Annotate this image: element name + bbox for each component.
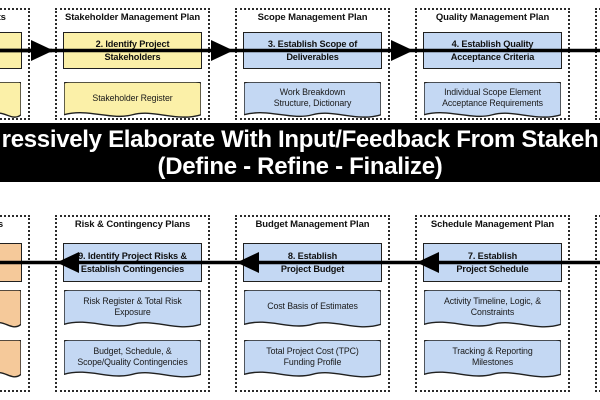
lane-budget-management-plan-document-2[interactable]: Total Project Cost (TPC)Funding Profile bbox=[244, 340, 381, 384]
lane-plans-partial-process-box[interactable]: ts bbox=[0, 243, 22, 282]
lane-stakeholder-management-plan-title: Stakeholder Management Plan bbox=[64, 12, 201, 23]
lane-budget-management-plan-document-1[interactable]: Cost Basis of Estimates bbox=[244, 290, 381, 334]
document-label: Cost Basis of Estimates bbox=[267, 301, 358, 312]
document-label: Stakeholder Register bbox=[92, 92, 173, 103]
lane-results-partial-title: sults bbox=[0, 12, 6, 23]
document-label bbox=[0, 340, 21, 374]
document-label: ns bbox=[0, 290, 21, 324]
lane-plans-partial-document-1[interactable]: ns bbox=[0, 290, 21, 334]
lane-risk-contingency-plans-process-box[interactable]: 9. Identify Project Risks &Establish Con… bbox=[63, 243, 202, 282]
document-label bbox=[0, 82, 21, 115]
lane-next-partial bbox=[595, 8, 600, 120]
lane-risk-contingency-plans-document-2[interactable]: Budget, Schedule, &Scope/Quality Conting… bbox=[64, 340, 201, 384]
document-label: Budget, Schedule, &Scope/Quality Conting… bbox=[77, 345, 188, 368]
document-label: Total Project Cost (TPC)Funding Profile bbox=[266, 345, 359, 368]
banner-line-1: ressively Elaborate With Input/Feedback … bbox=[1, 125, 599, 153]
lane-results-partial-process-box[interactable]: g bbox=[0, 32, 22, 69]
lane-stakeholder-management-plan-document-1[interactable]: Stakeholder Register bbox=[64, 82, 201, 124]
lane-schedule-management-plan-title: Schedule Management Plan bbox=[430, 219, 555, 230]
lane-scope-management-plan-title: Scope Management Plan bbox=[257, 12, 368, 23]
lane-prev-partial bbox=[595, 215, 600, 392]
lane-results-partial-document-1[interactable] bbox=[0, 82, 21, 124]
lane-risk-contingency-plans-title: Risk & Contingency Plans bbox=[74, 219, 191, 230]
progressive-elaboration-banner: ressively Elaborate With Input/Feedback … bbox=[0, 123, 600, 182]
document-label: Activity Timeline, Logic, &Constraints bbox=[443, 295, 542, 318]
lane-quality-management-plan-title: Quality Management Plan bbox=[435, 12, 550, 23]
lane-schedule-management-plan-document-1[interactable]: Activity Timeline, Logic, &Constraints bbox=[424, 290, 561, 334]
lane-budget-management-plan-title: Budget Management Plan bbox=[255, 219, 370, 230]
banner-line-2: (Define - Refine - Finalize) bbox=[157, 152, 443, 180]
lane-plans-partial-title: ans bbox=[0, 219, 4, 230]
lane-plans-partial-document-2[interactable] bbox=[0, 340, 21, 384]
process-label: 9. Identify Project Risks &Establish Con… bbox=[78, 251, 187, 274]
